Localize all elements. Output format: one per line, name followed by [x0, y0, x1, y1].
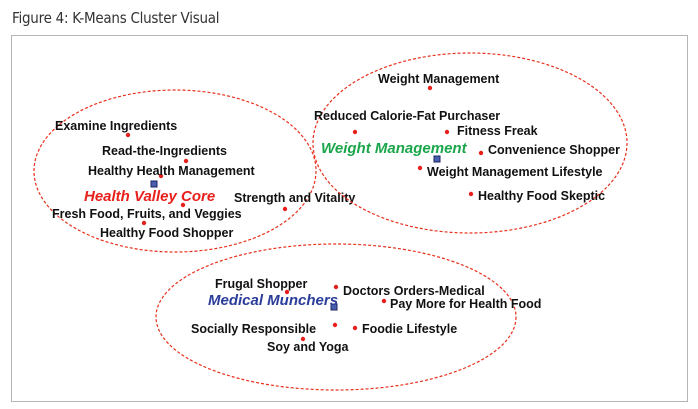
point-label: Soy and Yoga	[267, 340, 350, 354]
point-label: Socially Responsible	[191, 322, 316, 336]
data-point	[125, 132, 131, 138]
data-point	[282, 206, 288, 212]
cluster-label: Weight Management	[321, 140, 468, 157]
data-point	[158, 173, 164, 179]
data-point	[180, 202, 186, 208]
cluster-label: Health Valley Core	[84, 188, 215, 205]
point-label: Healthy Food Skeptic	[478, 189, 605, 203]
figure-frame	[11, 35, 688, 402]
point-label: Doctors Orders-Medical	[343, 284, 485, 298]
point-label: Read-the-Ingredients	[102, 144, 227, 158]
data-point	[183, 158, 189, 164]
data-point	[478, 150, 484, 156]
cluster-ellipse	[312, 52, 628, 234]
figure-title: Figure 4: K-Means Cluster Visual	[12, 9, 220, 27]
point-label: Weight Management Lifestyle	[427, 165, 603, 179]
data-point	[333, 284, 339, 290]
cluster-ellipse	[33, 89, 317, 253]
cluster-ellipse	[155, 243, 517, 391]
point-label: Examine Ingredients	[55, 119, 177, 133]
point-label: Foodie Lifestyle	[362, 322, 457, 336]
data-point	[141, 220, 147, 226]
point-label: Healthy Health Management	[88, 164, 256, 178]
point-label: Convenience Shopper	[488, 143, 620, 157]
point-label: Frugal Shopper	[215, 277, 308, 291]
point-label: Weight Management	[378, 72, 500, 86]
data-point	[300, 336, 306, 342]
centroid-marker	[330, 303, 338, 311]
data-point	[444, 129, 450, 135]
point-label: Pay More for Health Food	[390, 297, 541, 311]
data-point	[352, 325, 358, 331]
data-point	[332, 322, 338, 328]
centroid-marker	[433, 155, 441, 163]
data-point	[352, 129, 358, 135]
data-point	[417, 165, 423, 171]
data-point	[284, 289, 290, 295]
point-label: Fresh Food, Fruits, and Veggies	[52, 207, 242, 221]
point-label: Healthy Food Shopper	[100, 226, 233, 240]
point-label: Fitness Freak	[457, 124, 538, 138]
point-label: Reduced Calorie-Fat Purchaser	[314, 109, 500, 123]
data-point	[427, 85, 433, 91]
cluster-label: Medical Munchers	[208, 292, 338, 309]
centroid-marker	[150, 180, 158, 188]
data-point	[468, 191, 474, 197]
point-label: Strength and Vitality	[234, 191, 355, 205]
data-point	[381, 298, 387, 304]
